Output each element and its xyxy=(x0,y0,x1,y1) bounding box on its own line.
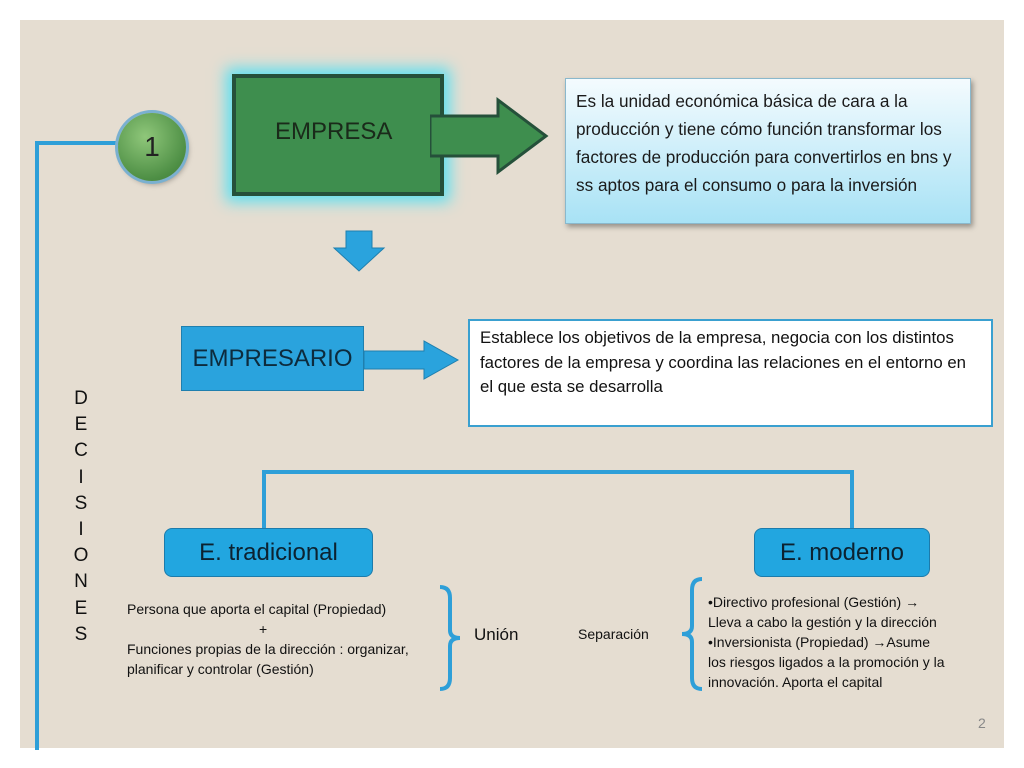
decisiones-letter: D xyxy=(74,388,88,409)
empresa-arrow-icon xyxy=(430,97,549,175)
left-vertical-line xyxy=(35,141,39,750)
decisiones-letter: O xyxy=(73,545,89,567)
branch-left-line xyxy=(262,470,266,530)
tradicional-label: E. tradicional xyxy=(199,538,338,566)
moderno-line1: •Directivo profesional (Gestión) → xyxy=(708,594,920,610)
tradicional-line1: Persona que aporta el capital (Propiedad… xyxy=(127,601,387,617)
tradicional-box: E. tradicional xyxy=(164,528,373,577)
tradicional-line2: Funciones propias de la dirección : orga… xyxy=(127,641,409,657)
down-arrow-icon xyxy=(332,230,386,272)
empresa-definition: Es la unidad económica básica de cara a … xyxy=(565,78,971,224)
decisiones-letter: E xyxy=(74,414,88,436)
separacion-label: Separación xyxy=(578,626,649,642)
step-number: 1 xyxy=(144,131,160,162)
step-number-circle: 1 xyxy=(118,113,186,181)
empresario-box: EMPRESARIO xyxy=(181,326,364,391)
decisiones-letter: I xyxy=(78,466,84,488)
moderno-box: E. moderno xyxy=(754,528,930,577)
empresario-label: EMPRESARIO xyxy=(192,344,353,372)
moderno-line5: innovación. Aporta el capital xyxy=(708,674,883,690)
moderno-label: E. moderno xyxy=(779,538,905,566)
decisiones-letter: E xyxy=(74,597,88,619)
branch-right-line xyxy=(850,470,854,530)
branch-horizontal-line xyxy=(262,470,854,474)
decisiones-letter: S xyxy=(74,623,88,645)
moderno-line2: Lleva a cabo la gestión y la dirección xyxy=(708,614,937,630)
tradicional-line3: planificar y controlar (Gestión) xyxy=(127,661,314,677)
left-top-connector xyxy=(35,141,120,145)
decisiones-letter: C xyxy=(74,440,88,462)
page-number: 2 xyxy=(978,715,986,731)
empresario-definition: Establece los objetivos de la empresa, n… xyxy=(468,319,993,427)
moderno-line3: •Inversionista (Propiedad) →Asume xyxy=(708,634,930,650)
moderno-bracket-icon xyxy=(681,577,703,691)
tradicional-text: Persona que aporta el capital (Propiedad… xyxy=(127,599,447,679)
empresa-box xyxy=(232,74,444,196)
moderno-line4: los riesgos ligados a la promoción y la xyxy=(708,654,945,670)
empresario-arrow-icon xyxy=(363,340,460,380)
tradicional-bracket-icon xyxy=(439,585,461,691)
decisiones-letter: S xyxy=(74,492,88,514)
tradicional-plus: + xyxy=(259,621,268,637)
decisiones-letter: I xyxy=(78,519,84,541)
union-label: Unión xyxy=(474,625,519,644)
empresa-label: EMPRESA xyxy=(275,118,393,145)
decisiones-letter: N xyxy=(74,571,88,593)
moderno-text: •Directivo profesional (Gestión) → Lleva… xyxy=(708,592,998,692)
